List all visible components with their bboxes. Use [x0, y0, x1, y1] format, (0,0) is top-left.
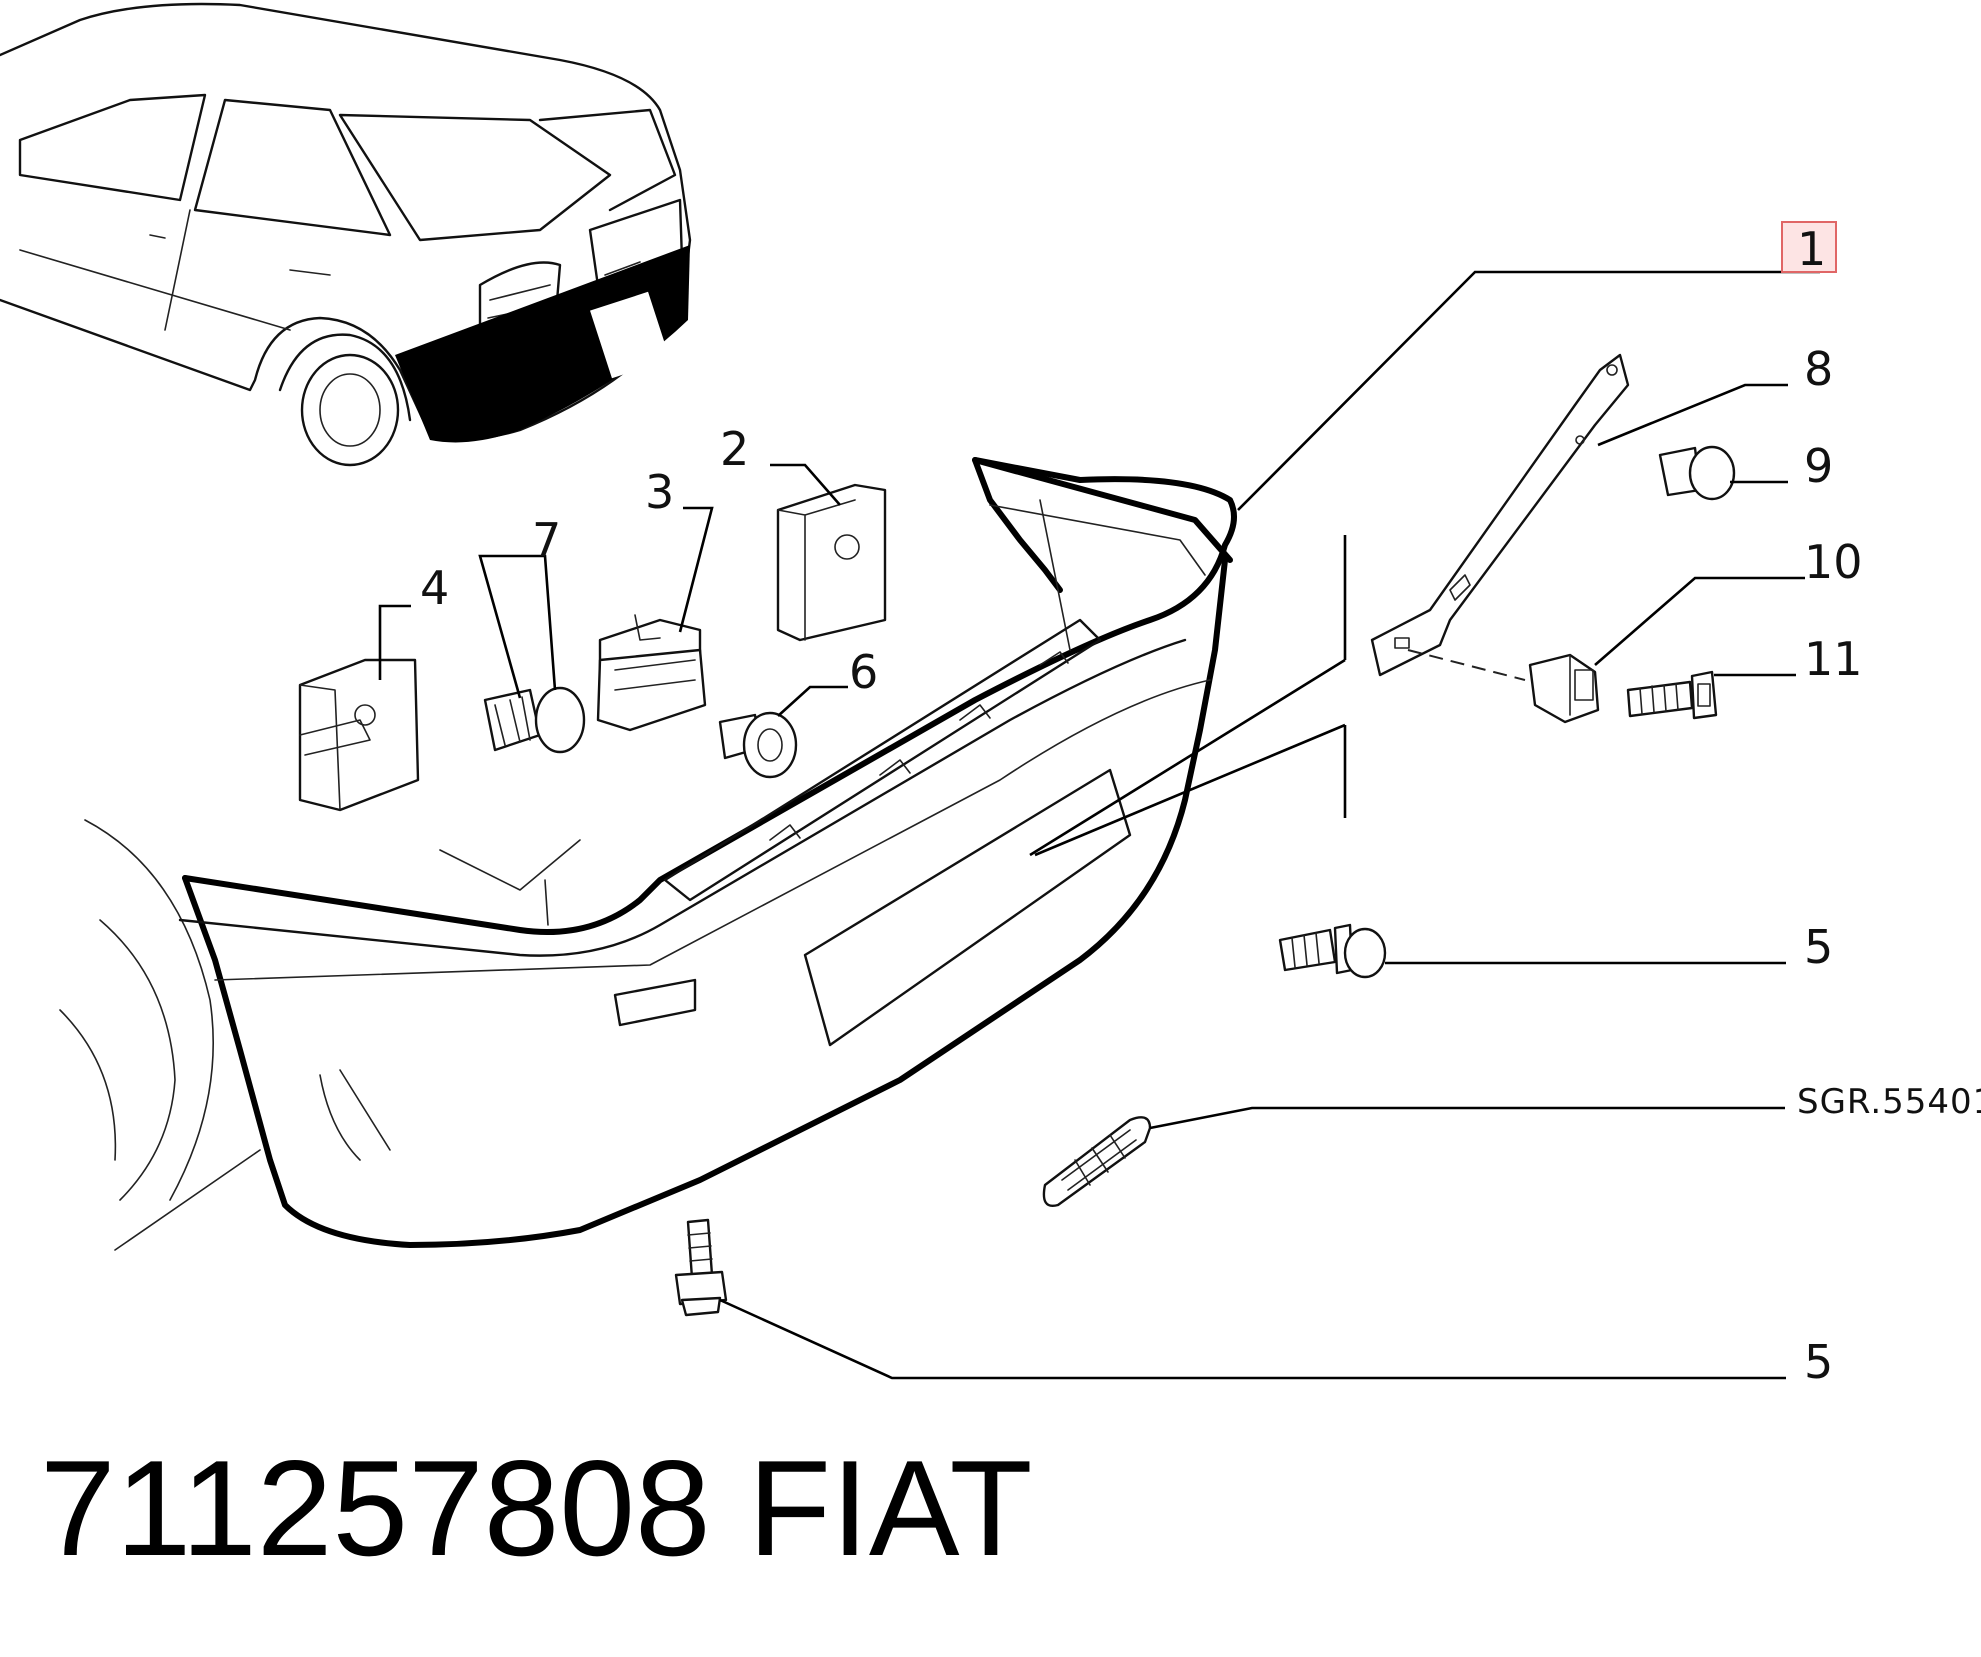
part-3-guide [596, 614, 707, 732]
part-11-screw [1626, 670, 1718, 720]
callout-6[interactable]: 6 [849, 645, 878, 699]
part-2-clip [776, 483, 887, 642]
callout-1[interactable]: 1 [1797, 222, 1826, 276]
part-9-cap [1658, 445, 1736, 501]
callout-10[interactable]: 10 [1804, 535, 1863, 589]
rear-bumper [59, 457, 1237, 1251]
callout-11[interactable]: 11 [1804, 632, 1863, 686]
callout-3[interactable]: 3 [645, 465, 674, 519]
part-5-upper-bolt [1278, 923, 1387, 979]
part-10-nut-clip [1528, 653, 1600, 724]
callout-sgr-ref[interactable]: SGR.55401 [1797, 1082, 1981, 1122]
part-6-rivet [718, 711, 798, 779]
callout-5-lower[interactable]: 5 [1804, 1335, 1833, 1389]
part-4-bracket [298, 658, 420, 812]
callout-7[interactable]: 7 [532, 513, 561, 567]
footer-brand: FIAT [748, 1432, 1033, 1584]
callout-4[interactable]: 4 [420, 561, 449, 615]
callout-5-upper[interactable]: 5 [1804, 920, 1833, 974]
callout-1-highlight [1781, 221, 1837, 273]
footer-part-number: 711257808 [40, 1432, 711, 1584]
car-overview-illustration [0, 2, 692, 467]
part-5-lower-stud [674, 1218, 728, 1317]
part-8-strap [1370, 353, 1630, 677]
callout-2[interactable]: 2 [720, 422, 749, 476]
callout-8[interactable]: 8 [1804, 342, 1833, 396]
part-7-push-clip [483, 686, 586, 754]
leader-lines [378, 270, 1820, 1380]
callout-9[interactable]: 9 [1804, 439, 1833, 493]
sgr-label-plate [1042, 1116, 1152, 1207]
